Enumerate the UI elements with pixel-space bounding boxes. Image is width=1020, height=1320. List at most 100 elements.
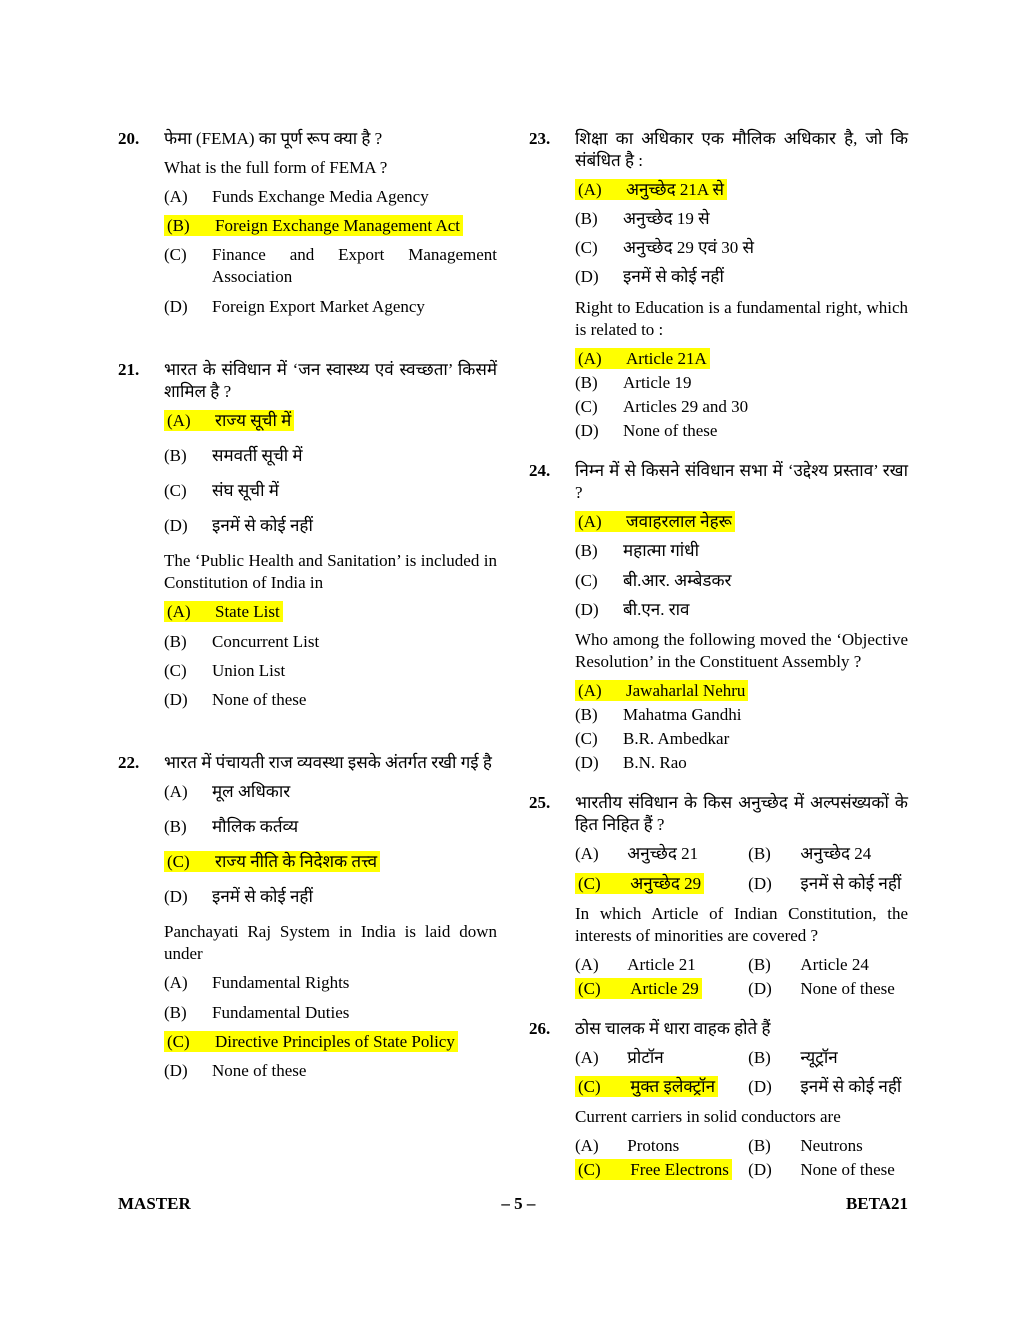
option-cell: (A) Article 21 <box>575 954 748 976</box>
option-label: (D) <box>164 887 188 907</box>
option-content: (D)B.N. Rao <box>575 753 687 772</box>
option-content: (D) इनमें से कोई नहीं <box>748 874 901 893</box>
option-row: (D)None of these <box>575 420 908 442</box>
option-cell: (B) Article 24 <box>748 954 908 976</box>
option-content: (B)Fundamental Duties <box>164 1003 349 1022</box>
option-content: (A)मूल अधिकार <box>164 782 290 801</box>
option-label: (A) <box>167 410 191 430</box>
column-left: 20.फेमा (FEMA) का पूर्ण रूप क्या है ?Wha… <box>118 128 497 1123</box>
option-label: (C) <box>167 1031 190 1051</box>
footer-master-label: MASTER <box>118 1194 191 1213</box>
option-text: इनमें से कोई नहीं <box>800 873 902 893</box>
option-content: (B)अनुच्छेद 19 से <box>575 209 710 228</box>
option-text: Fundamental Rights <box>212 973 350 993</box>
option-row: (C)Directive Principles of State Policy <box>164 1030 497 1053</box>
option-row: (B)मौलिक कर्तव्य <box>164 816 497 838</box>
option-text: Protons <box>627 1136 680 1156</box>
option-content: (B)महात्मा गांधी <box>575 541 699 560</box>
option-content: (D)None of these <box>575 421 717 440</box>
option-row: (D)बी.एन. राव <box>575 599 908 621</box>
question-number: 21. <box>118 359 140 379</box>
option-label: (A) <box>167 602 191 622</box>
option-row: (B)Foreign Exchange Management Act <box>164 215 497 237</box>
option-label: (D) <box>575 753 599 773</box>
option-text: Concurrent List <box>212 631 320 651</box>
option-content: (C)Articles 29 and 30 <box>575 397 748 416</box>
option-content: (D) None of these <box>164 1061 306 1080</box>
option-cell: (B) अनुच्छेद 24 <box>748 843 908 865</box>
option-text: बी.आर. अम्बेडकर <box>623 570 732 590</box>
highlighted-answer: (A) राज्य सूची में <box>164 409 295 431</box>
option-text: Fundamental Duties <box>212 1002 350 1022</box>
question: 20.फेमा (FEMA) का पूर्ण रूप क्या है ?Wha… <box>118 128 497 325</box>
option-text: अनुच्छेद 21 <box>627 844 699 864</box>
option-label: (A) <box>578 180 602 200</box>
question-body: भारत के संविधान में ‘जन स्वास्थ्य एवं स्… <box>164 359 497 718</box>
option-pair-row: (A) Article 21(B) Article 24 <box>575 954 908 976</box>
option-label: (D) <box>164 1060 188 1080</box>
option-row: (B) Concurrent List <box>164 631 497 653</box>
option-label: (C) <box>575 729 598 749</box>
option-content: (D)बी.एन. राव <box>575 600 690 619</box>
option-pair-row: (A) अनुच्छेद 21(B) अनुच्छेद 24 <box>575 843 908 865</box>
option-label: (C) <box>164 660 187 680</box>
question-stem: निम्न में से किसने संविधान सभा में ‘उद्द… <box>575 461 908 503</box>
highlighted-answer: (A)Article 21A <box>575 347 710 369</box>
question-stem: Current carriers in solid conductors are <box>575 1107 841 1127</box>
option-text: संघ सूची में <box>212 481 279 501</box>
option-text: None of these <box>623 421 718 441</box>
option-row: (D) None of these <box>164 1060 497 1082</box>
option-content: (B)मौलिक कर्तव्य <box>164 817 298 836</box>
option-text: Article 24 <box>800 954 869 974</box>
option-label: (C) <box>164 481 187 501</box>
option-content: (B) अनुच्छेद 24 <box>748 844 871 863</box>
highlighted-answer: (C) अनुच्छेद 29 <box>575 872 705 894</box>
option-text: None of these <box>212 1060 307 1080</box>
option-cell: (D) इनमें से कोई नहीं <box>748 1076 908 1098</box>
option-cell: (D) इनमें से कोई नहीं <box>748 873 908 895</box>
option-text: Jawaharlal Nehru <box>626 680 746 700</box>
column-right: 23. शिक्षा का अधिकार एक मौलिक अधिकार है, … <box>529 128 908 1200</box>
option-label: (A) <box>575 1136 599 1156</box>
option-content: (B)Article 19 <box>575 373 691 392</box>
option-row: (D)इनमें से कोई नहीं <box>164 886 497 908</box>
option-text: प्रोटॉन <box>627 1048 664 1068</box>
question-number: 23. <box>529 129 551 148</box>
option-row: (C)बी.आर. अम्बेडकर <box>575 570 908 592</box>
option-cell: (C) Free Electrons <box>575 1159 748 1181</box>
question-stem: Right to Education is a fundamental righ… <box>575 297 908 339</box>
question-stem: ठोस चालक में धारा वाहक होते हैं <box>575 1019 771 1038</box>
option-label: (B) <box>575 372 598 392</box>
option-label: (D) <box>164 296 188 316</box>
option-row: (A)जवाहरलाल नेहरू <box>575 511 908 533</box>
option-text: B.R. Ambedkar <box>623 729 730 749</box>
option-label: (C) <box>575 396 598 416</box>
option-label: (C) <box>164 245 187 265</box>
option-label: (B) <box>575 209 598 229</box>
option-text: None of these <box>212 689 307 709</box>
option-text: मुक्त इलेक्ट्रॉन <box>630 1077 716 1097</box>
option-text: Free Electrons <box>630 1160 729 1180</box>
option-text: Foreign Export Market Agency <box>212 296 425 316</box>
option-label: (B) <box>748 1048 771 1068</box>
option-label: (A) <box>164 781 188 801</box>
option-row: (A) राज्य सूची में <box>164 409 497 432</box>
option-text: राज्य सूची में <box>215 410 292 430</box>
option-label: (B) <box>748 844 771 864</box>
option-row: (C)Union List <box>164 660 497 682</box>
option-label: (C) <box>575 238 598 258</box>
highlighted-answer: (A)जवाहरलाल नेहरू <box>575 511 735 533</box>
option-text: अनुच्छेद 21A से <box>626 180 724 200</box>
question-body: शिक्षा का अधिकार एक मौलिक अधिकार है, जो … <box>575 128 908 444</box>
option-label: (D) <box>748 873 772 893</box>
option-row: (D)इनमें से कोई नहीं <box>164 515 497 537</box>
question-body: ठोस चालक में धारा वाहक होते हैं (A) प्रोट… <box>575 1018 908 1184</box>
option-text: अनुच्छेद 29 एवं 30 से <box>623 238 754 258</box>
option-content: (C)बी.आर. अम्बेडकर <box>575 571 732 590</box>
option-text: जवाहरलाल नेहरू <box>626 512 732 532</box>
option-cell: (C) Article 29 <box>575 977 748 1000</box>
option-label: (A) <box>578 348 602 368</box>
option-text: State List <box>215 602 280 622</box>
option-label: (B) <box>164 631 187 651</box>
option-text: बी.एन. राव <box>623 599 690 619</box>
